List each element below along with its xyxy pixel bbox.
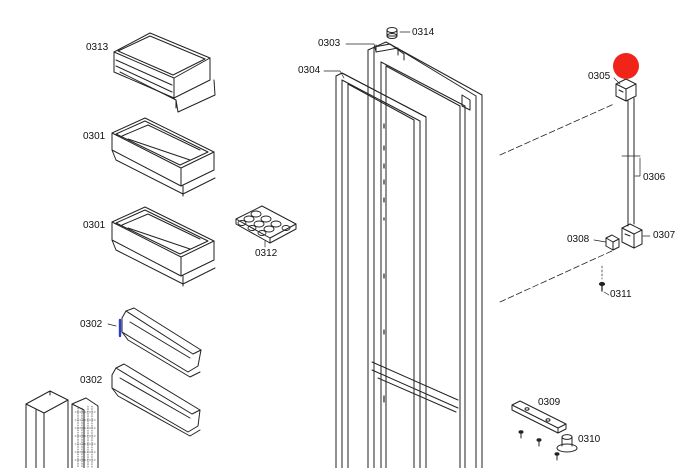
mesh-filter-drawing <box>71 397 99 468</box>
label-0303: 0303 <box>318 38 341 49</box>
filter-box-drawing <box>25 390 69 468</box>
label-0302-a: 0302 <box>80 319 103 330</box>
bottle-shelf-upper-drawing <box>121 307 202 378</box>
hinge-bracket-drawing <box>511 400 567 434</box>
label-0313: 0313 <box>86 42 109 53</box>
small-clip-drawing <box>605 234 620 251</box>
bracket-screws-drawing <box>518 430 560 461</box>
bottle-shelf-lower-drawing <box>111 363 201 437</box>
egg-tray-drawing <box>235 205 297 244</box>
vertical-rod-drawing <box>621 97 641 227</box>
label-0307: 0307 <box>653 230 676 241</box>
top-cover-block-drawing <box>615 78 637 102</box>
label-0312: 0312 <box>255 248 278 259</box>
bushing-drawing <box>556 434 578 453</box>
screw-drawing <box>598 265 606 292</box>
door-shelf-upper-drawing <box>111 117 216 197</box>
covered-shelf-drawing <box>113 32 216 113</box>
label-0302-b: 0302 <box>80 375 103 386</box>
door-panel-drawing <box>367 41 483 468</box>
label-0314: 0314 <box>412 27 435 38</box>
label-0310: 0310 <box>578 434 601 445</box>
label-0311: 0311 <box>610 289 632 300</box>
label-0301-a: 0301 <box>83 131 106 142</box>
red-marker-dot <box>613 53 639 79</box>
label-0304: 0304 <box>298 65 321 76</box>
label-0305: 0305 <box>588 71 611 82</box>
label-0301-b: 0301 <box>83 220 106 231</box>
assembly-lines-drawing <box>499 103 615 303</box>
door-gasket-drawing <box>335 72 427 468</box>
label-0309: 0309 <box>538 397 561 408</box>
bottom-cover-block-drawing <box>621 223 643 249</box>
label-0306: 0306 <box>643 172 666 183</box>
door-shelf-lower-drawing <box>111 206 216 287</box>
label-0308: 0308 <box>567 234 590 245</box>
hinge-pin-drawing <box>386 27 398 39</box>
leader-lines <box>107 31 651 327</box>
